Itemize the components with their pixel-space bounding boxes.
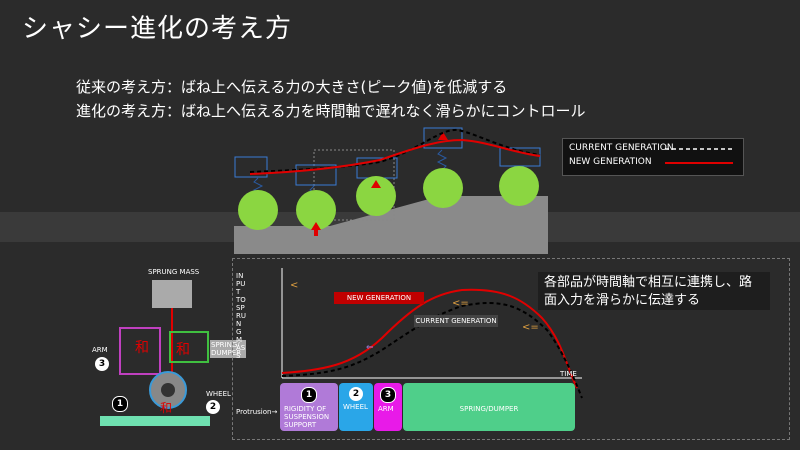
legend-current: CURRENT GENERATION bbox=[569, 143, 674, 153]
wheel-label: WHEEL bbox=[206, 390, 231, 398]
svg-text:和: 和 bbox=[160, 401, 172, 415]
badge-arm-3: 3 bbox=[95, 357, 109, 371]
callout-text: 各部品が時間軸で相互に連携し、路面入力を滑らかに伝達する bbox=[538, 272, 770, 310]
current-gen-curve-top bbox=[249, 128, 541, 173]
svg-text:⇐: ⇐ bbox=[366, 343, 374, 353]
svg-text:和: 和 bbox=[176, 342, 190, 358]
svg-text:<=: <= bbox=[452, 298, 469, 309]
arm-label: ARM bbox=[92, 346, 108, 354]
input-chart: < <= <= ⇐ bbox=[281, 268, 583, 399]
phase-wheel: 2 WHEEL bbox=[339, 383, 373, 431]
sprung-box-2 bbox=[295, 164, 337, 186]
sprung-box-5 bbox=[499, 147, 541, 167]
evolved-approach: 進化の考え方：ばね上へ伝える力を時間軸で遅れなく滑らかにコントロール bbox=[76, 102, 586, 120]
wheel-1 bbox=[238, 190, 278, 230]
phase-arm: 3 ARM bbox=[374, 383, 402, 431]
svg-text:<: < bbox=[290, 280, 298, 291]
phase-num-3: 3 bbox=[380, 387, 396, 403]
badge-support-1: 1 bbox=[112, 396, 128, 412]
phase-spring-damper: SPRING/DUMPER bbox=[403, 383, 575, 431]
y-axis-label: INPUT TO SPRUNG MASS bbox=[236, 272, 246, 360]
new-gen-curve-top bbox=[249, 138, 541, 175]
wheel-5 bbox=[499, 166, 539, 206]
force-arrow-2 bbox=[371, 180, 381, 188]
suspension-components-diagram: 和 和 和 bbox=[100, 280, 210, 426]
badge-wheel-2: 2 bbox=[206, 400, 220, 414]
new-gen-curve bbox=[281, 288, 578, 389]
wheel-2 bbox=[296, 190, 336, 230]
road-bump-diagram bbox=[234, 127, 548, 254]
legend-new: NEW GENERATION bbox=[569, 157, 652, 167]
phase-num-2: 2 bbox=[349, 387, 363, 401]
road-surface bbox=[234, 196, 548, 254]
protrusion-label: Protrusion→ bbox=[236, 408, 278, 416]
phase-rigidity-label: RIGIDITY OF SUSPENSION SUPPORT bbox=[284, 405, 330, 429]
svg-text:和: 和 bbox=[135, 340, 149, 356]
ground-strip bbox=[100, 416, 210, 426]
sprung-mass-box bbox=[152, 280, 192, 308]
sprung-box-4 bbox=[423, 127, 463, 149]
phase-wheel-label: WHEEL bbox=[343, 403, 368, 411]
current-generation-tag: CURRENT GENERATION bbox=[414, 315, 498, 327]
page-title: シャシー進化の考え方 bbox=[22, 14, 293, 44]
legend: CURRENT GENERATION NEW GENERATION bbox=[562, 138, 744, 176]
input-chart-panel bbox=[232, 258, 790, 440]
phase-spring-damper-label: SPRING/DUMPER bbox=[459, 405, 519, 413]
legend-lines bbox=[665, 148, 733, 164]
spring-damper-box bbox=[169, 331, 209, 363]
x-axis-label: TIME bbox=[560, 370, 577, 378]
phase-rigidity: 1 RIGIDITY OF SUSPENSION SUPPORT bbox=[280, 383, 338, 431]
sprung-box-1 bbox=[234, 156, 268, 178]
conventional-approach: 従来の考え方：ばね上へ伝える力の大きさ(ピーク値)を低減する bbox=[76, 78, 508, 96]
current-gen-curve bbox=[281, 302, 583, 399]
force-arrow-1 bbox=[311, 222, 321, 236]
phase-num-1: 1 bbox=[301, 387, 317, 403]
wheel-3 bbox=[356, 176, 396, 216]
force-arrow-3 bbox=[438, 132, 448, 140]
sprung-mass-label: SPRUNG MASS bbox=[148, 268, 200, 276]
phase-arm-label: ARM bbox=[378, 405, 394, 413]
arm-box bbox=[119, 327, 161, 375]
svg-text:<=: <= bbox=[522, 322, 539, 333]
wheel-4 bbox=[423, 168, 463, 208]
spring-damper-label: SPRING/ DUMPER bbox=[210, 340, 246, 358]
new-generation-tag: NEW GENERATION bbox=[334, 292, 424, 304]
